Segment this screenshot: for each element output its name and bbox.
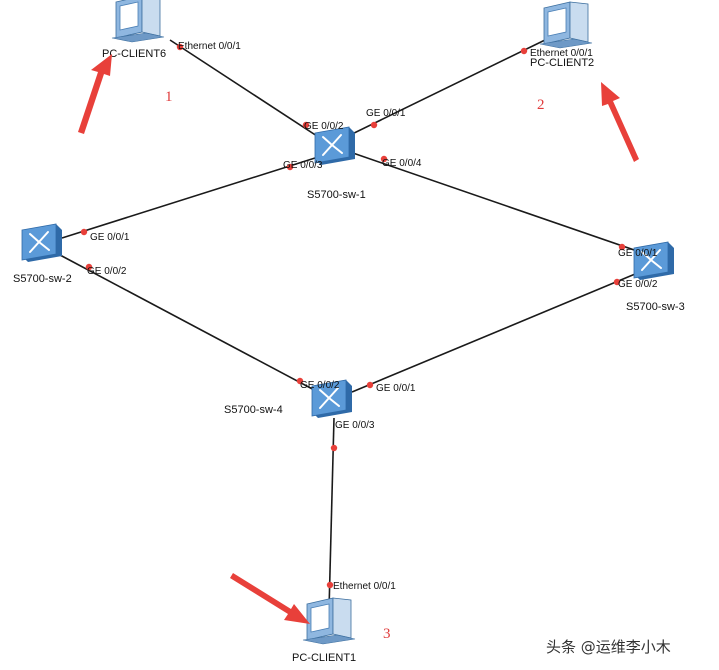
port-dot-pc6-eth (176, 43, 184, 51)
port-label-sw1-ge4: GE 0/0/4 (382, 158, 422, 169)
pc-icon (539, 1, 593, 49)
link-sw2-sw4 (59, 254, 319, 393)
switch-icon (633, 241, 674, 280)
port-dot-sw1-ge4 (380, 155, 388, 163)
arrow-icon (230, 573, 310, 624)
port-dot-sw4-ge1 (366, 381, 374, 389)
switch-sw4[interactable] (311, 379, 352, 418)
pc-client6[interactable] (111, 0, 165, 43)
annotation-1: 1 (165, 89, 173, 105)
port-label-sw4-ge2: GE 0/0/2 (300, 380, 340, 391)
device-label-sw1: S5700-sw-1 (307, 189, 366, 201)
link-sw1-sw2 (61, 157, 316, 239)
port-label-sw3-ge1: GE 0/0/1 (618, 248, 658, 259)
pc-client1[interactable] (302, 597, 356, 645)
port-dot-pc2-eth (520, 47, 528, 55)
arrow-icon (78, 54, 112, 134)
port-dot-sw2-ge2 (85, 263, 93, 271)
port-dot-pc1-eth (326, 581, 334, 589)
pc-icon (111, 0, 165, 43)
port-label-sw2-ge1: GE 0/0/1 (90, 232, 130, 243)
switch-icon (21, 223, 62, 262)
link-sw1-sw3 (349, 151, 641, 253)
device-label-sw3: S5700-sw-3 (626, 301, 685, 313)
device-label-sw4: S5700-sw-4 (224, 404, 283, 416)
port-label-pc6-eth: Ethernet 0/0/1 (178, 41, 241, 52)
port-dot-sw4-ge3 (330, 444, 338, 452)
port-dot-sw3-ge1 (618, 243, 626, 251)
pc-icon (302, 597, 356, 645)
port-label-pc1-eth: Ethernet 0/0/1 (333, 581, 396, 592)
device-label-sw2: S5700-sw-2 (13, 273, 72, 285)
arrow-icon (601, 82, 639, 162)
switch-icon (311, 379, 352, 418)
port-dot-sw3-ge2 (613, 278, 621, 286)
port-label-sw1-ge2: GE 0/0/2 (304, 121, 344, 132)
pc-client2[interactable] (539, 1, 593, 49)
annotation-3: 3 (383, 626, 391, 642)
device-label-pc-client2: PC-CLIENT2 (530, 57, 594, 69)
switch-sw2[interactable] (21, 223, 62, 262)
annotation-2: 2 (537, 97, 545, 113)
port-dot-sw2-ge1 (80, 228, 88, 236)
link-pc2-sw1 (347, 39, 546, 137)
port-label-sw1-ge1: GE 0/0/1 (366, 108, 406, 119)
switch-icon (314, 126, 355, 165)
link-pc6-sw1 (169, 39, 321, 139)
port-dot-sw4-ge2 (296, 377, 304, 385)
switch-sw3[interactable] (633, 241, 674, 280)
device-label-pc-client1: PC-CLIENT1 (292, 652, 356, 664)
port-label-sw4-ge3: GE 0/0/3 (335, 420, 375, 431)
link-sw3-sw4 (351, 271, 641, 393)
watermark: 头条 @运维李小木 (546, 638, 671, 656)
port-dot-sw1-ge1 (370, 121, 378, 129)
device-label-pc-client6: PC-CLIENT6 (102, 48, 166, 60)
switch-sw1[interactable] (314, 126, 355, 165)
port-label-sw1-ge3: GE 0/0/3 (283, 160, 323, 171)
port-label-sw3-ge2: GE 0/0/2 (618, 279, 658, 290)
port-dots (80, 43, 626, 589)
port-dot-sw1-ge3 (286, 163, 294, 171)
port-label-sw2-ge2: GE 0/0/2 (87, 266, 127, 277)
port-label-pc2-eth: Ethernet 0/0/1 (530, 48, 593, 59)
links (59, 39, 641, 611)
port-label-sw4-ge1: GE 0/0/1 (376, 383, 416, 394)
port-dot-sw1-ge2 (302, 121, 310, 129)
